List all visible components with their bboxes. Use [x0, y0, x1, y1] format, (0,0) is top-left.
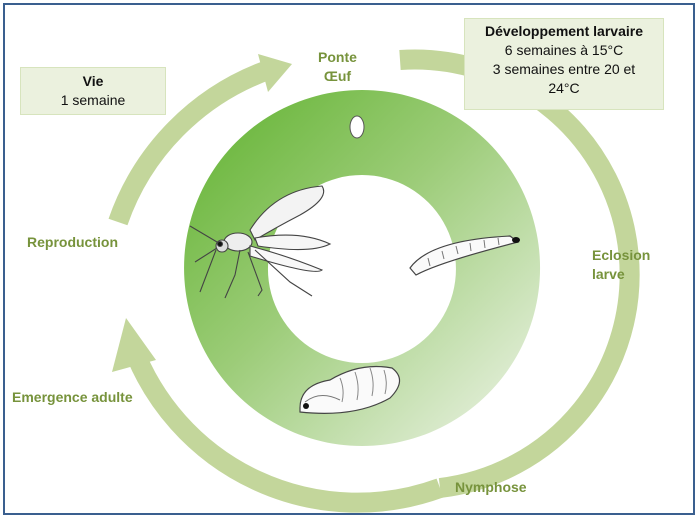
arrowhead-left: [112, 318, 156, 372]
stage-reproduction-label: Reproduction: [27, 234, 118, 250]
arrow-nymphose-to-emergence: [122, 341, 444, 513]
larval-development-box: Développement larvaire 6 semaines à 15°C…: [464, 18, 664, 110]
stage-ponte-label: Ponte Œuf: [318, 48, 357, 86]
larval-title: Développement larvaire: [485, 23, 643, 39]
larva-icon: [409, 235, 520, 276]
stage-eclosion-label: Eclosion larve: [592, 246, 650, 284]
oeuf-text: Œuf: [323, 68, 352, 84]
larval-line-3: 24°C: [548, 80, 580, 96]
image-frame: [3, 3, 695, 515]
pupa-icon: [299, 365, 401, 414]
arrow-reproduction-to-ponte: [108, 60, 272, 226]
cycle-ring: [184, 90, 541, 446]
vie-title: Vie: [82, 73, 104, 89]
stage-nymphose-label: Nymphose: [455, 479, 527, 495]
stage-emergence-label: Emergence adulte: [12, 389, 133, 405]
larval-line-1: 6 semaines à 15°C: [504, 42, 624, 58]
adult-midge-icon: [189, 185, 332, 299]
ponte-text: Ponte: [318, 49, 357, 65]
arrowhead-top: [258, 54, 292, 92]
egg-icon: [349, 115, 365, 139]
eclosion-text: Eclosion: [592, 247, 651, 263]
vie-duration: 1 semaine: [60, 92, 126, 108]
vie-box: Vie 1 semaine: [20, 67, 166, 115]
larve-text: larve: [592, 266, 625, 282]
larval-line-2: 3 semaines entre 20 et: [492, 61, 636, 77]
